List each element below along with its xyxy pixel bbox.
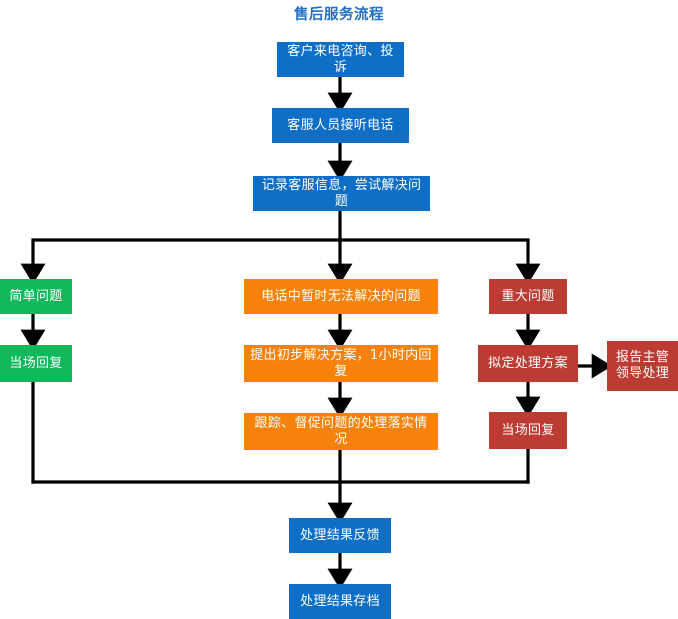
node-initial-plan-1h[interactable]: 提出初步解决方案，1小时内回复: [244, 345, 438, 382]
node-track-and-followup[interactable]: 跟踪、督促问题的处理落实情况: [244, 413, 438, 450]
node-record-and-resolve[interactable]: 记录客服信息，尝试解决问题: [253, 176, 430, 211]
node-report-to-supervisor[interactable]: 报告主管 领导处理: [607, 341, 678, 391]
node-major-issue[interactable]: 重大问题: [489, 279, 567, 314]
node-customer-call[interactable]: 客户来电咨询、投诉: [277, 42, 404, 77]
node-result-archive[interactable]: 处理结果存档: [289, 584, 391, 619]
node-immediate-reply-green[interactable]: 当场回复: [0, 345, 72, 382]
page-title: 售后服务流程: [294, 7, 384, 23]
node-draft-solution[interactable]: 拟定处理方案: [478, 345, 578, 382]
node-result-feedback[interactable]: 处理结果反馈: [289, 518, 391, 553]
node-simple-issue[interactable]: 简单问题: [0, 279, 72, 314]
node-unresolved-on-call[interactable]: 电话中暂时无法解决的问题: [244, 279, 438, 314]
node-agent-answer[interactable]: 客服人员接听电话: [272, 108, 409, 143]
node-immediate-reply-red[interactable]: 当场回复: [489, 412, 567, 449]
